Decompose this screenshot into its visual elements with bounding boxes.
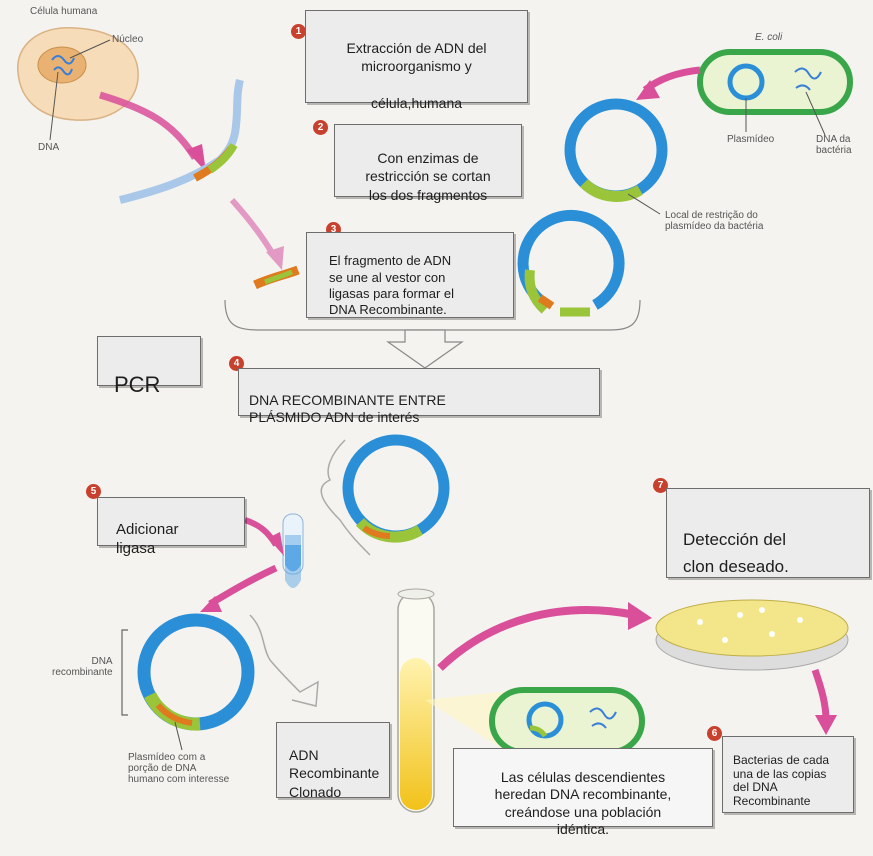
sketch-arrow-1 xyxy=(320,439,371,556)
label-plasmid-human-portion: Plasmídeo com a porção de DNA humano com… xyxy=(128,752,230,785)
down-arrow xyxy=(386,329,464,369)
arrow-cell-to-dna xyxy=(98,91,198,160)
label-plasmid: Plasmídeo xyxy=(727,134,775,145)
arrow-dna-to-fragment xyxy=(229,197,278,260)
box-step2-restriction: Con enzimas de restricción se cortan los… xyxy=(334,124,522,203)
box-pcr-text: PCR xyxy=(114,372,161,397)
box-cloned-dna-text: ADN Recombinante Clonado xyxy=(289,747,380,800)
box-pcr: PCR xyxy=(97,336,201,397)
box-step4-text: DNA RECOMBINANTE ENTRE PLÁSMIDO ADN de i… xyxy=(249,391,446,426)
step-7-badge: 7 xyxy=(653,478,668,493)
step-4-badge: 4 xyxy=(229,356,244,371)
label-recombinant-dna: DNA recombinante xyxy=(52,656,113,678)
box-step7-detection: Detección del clon deseado. xyxy=(666,488,870,578)
sketch-arrow-2 xyxy=(249,614,319,707)
box-step5-text: Adicionar ligasa xyxy=(116,520,179,558)
label-dna: DNA xyxy=(38,142,60,153)
step-6-badge: 6 xyxy=(707,726,722,741)
nucleus xyxy=(37,46,87,84)
descendant-bacterium xyxy=(489,687,645,755)
box-step6-bacteria: Bacterias de cada una de las copias del … xyxy=(722,736,854,813)
ecoli-bacterium xyxy=(697,49,853,136)
box-step1-extraction: Extracción de ADN del microorganismo y c… xyxy=(305,10,528,111)
arrow-tube-to-dish xyxy=(437,606,636,671)
label-human-cell: Célula humana xyxy=(30,6,98,17)
human-dna-strand xyxy=(119,78,244,204)
box-step5-ligase: Adicionar ligasa xyxy=(97,497,245,557)
diagram-graphics xyxy=(17,27,853,813)
box-step1-text: Extracción de ADN del microorganismo y c… xyxy=(346,40,487,111)
box-step3-ligation: El fragmento de ADN se une al vestor con… xyxy=(306,232,514,318)
petri-dish xyxy=(655,599,849,671)
box-step4-recombinant: DNA RECOMBINANTE ENTRE PLÁSMIDO ADN de i… xyxy=(238,368,600,425)
box-step3-text: El fragmento de ADN se une al vestor con… xyxy=(329,253,454,317)
box-descendant-cells-text: Las células descendientes heredan DNA re… xyxy=(494,768,672,838)
box-descendant-cells: Las células descendientes heredan DNA re… xyxy=(453,748,713,837)
label-ecoli: E. coli xyxy=(755,32,783,43)
step-1-badge: 1 xyxy=(291,24,306,39)
box-step7-text: Detección del clon deseado. xyxy=(683,530,789,576)
step-5-badge: 5 xyxy=(86,484,101,499)
bacterial-plasmid xyxy=(564,98,668,215)
label-bacterial-dna: DNA da bactéria xyxy=(816,134,852,156)
box-cloned-dna: ADN Recombinante Clonado xyxy=(276,722,390,800)
ligated-plasmid xyxy=(517,209,625,317)
ligase-tube xyxy=(282,513,304,588)
label-restriction-site: Local de restrição do plasmídeo da bacté… xyxy=(665,210,764,232)
recombinant-plasmid-bottom xyxy=(121,613,255,751)
recombinant-plasmid-center xyxy=(342,434,450,543)
diagram: 1 2 3 4 5 6 7 Célula humana Núcleo DNA E… xyxy=(17,6,870,837)
box-step6-text: Bacterias de cada una de las copias del … xyxy=(733,752,830,809)
box-step2-text: Con enzimas de restricción se cortan los… xyxy=(365,150,491,203)
label-nucleus: Núcleo xyxy=(112,34,144,45)
arrow-dish-down xyxy=(811,668,830,721)
step-2-badge: 2 xyxy=(313,120,328,135)
